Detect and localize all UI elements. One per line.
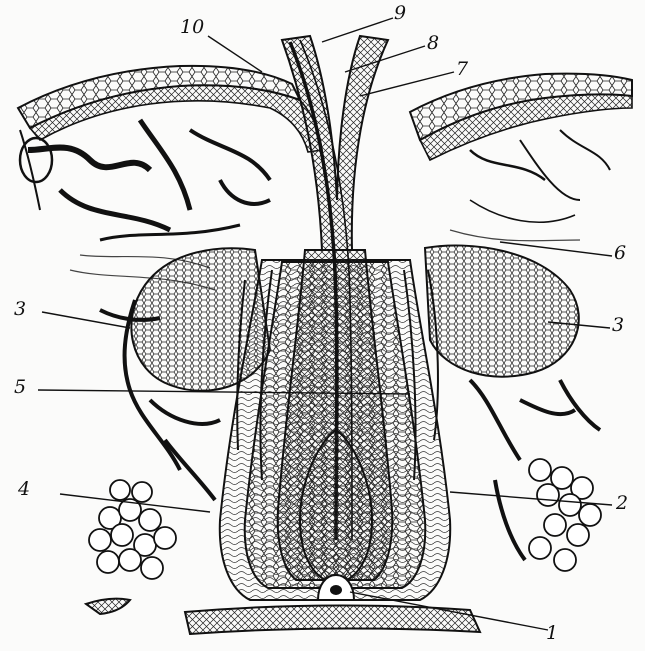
callout-2: 2	[616, 494, 628, 513]
callout-9: 5	[14, 378, 26, 397]
dermal-base	[86, 599, 480, 634]
callout-3-right: 3	[612, 316, 624, 335]
callout-5: 7	[456, 60, 468, 79]
callout-6: 8	[427, 34, 439, 53]
sweat-gland-left	[89, 480, 176, 579]
dermis-vessels-right	[450, 130, 610, 241]
epidermis-left	[18, 66, 322, 152]
sweat-gland-right	[529, 459, 601, 571]
epidermis-right	[410, 74, 632, 160]
callout-1: 1	[546, 624, 558, 643]
callout-4: 6	[614, 244, 626, 263]
callout-7: 9	[394, 4, 406, 23]
callout-8: 10	[180, 18, 204, 37]
callout-10: 4	[18, 480, 30, 499]
callout-3-left: 3	[14, 300, 26, 319]
sebaceous-gland-right	[425, 245, 579, 376]
